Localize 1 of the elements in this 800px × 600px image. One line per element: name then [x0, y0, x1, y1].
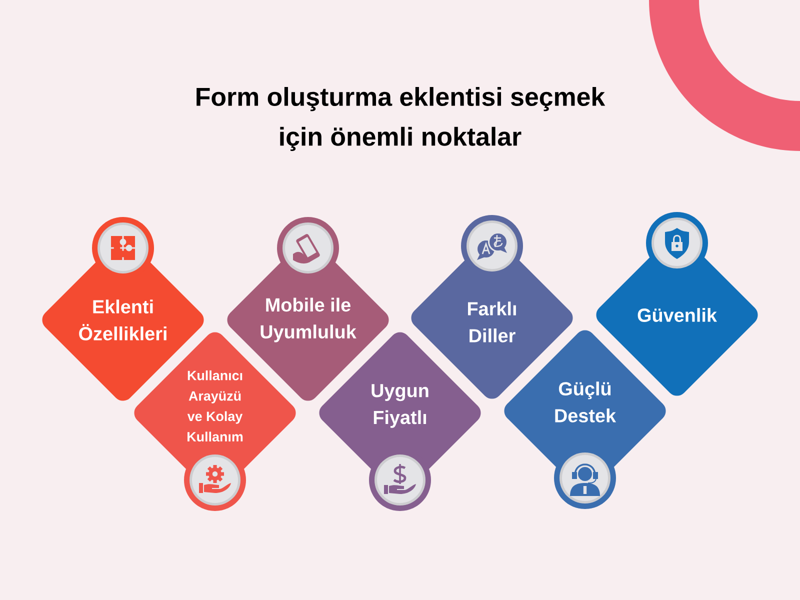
title: Form oluşturma eklentisi seçmek için önemli noktalar — [196, 87, 606, 151]
